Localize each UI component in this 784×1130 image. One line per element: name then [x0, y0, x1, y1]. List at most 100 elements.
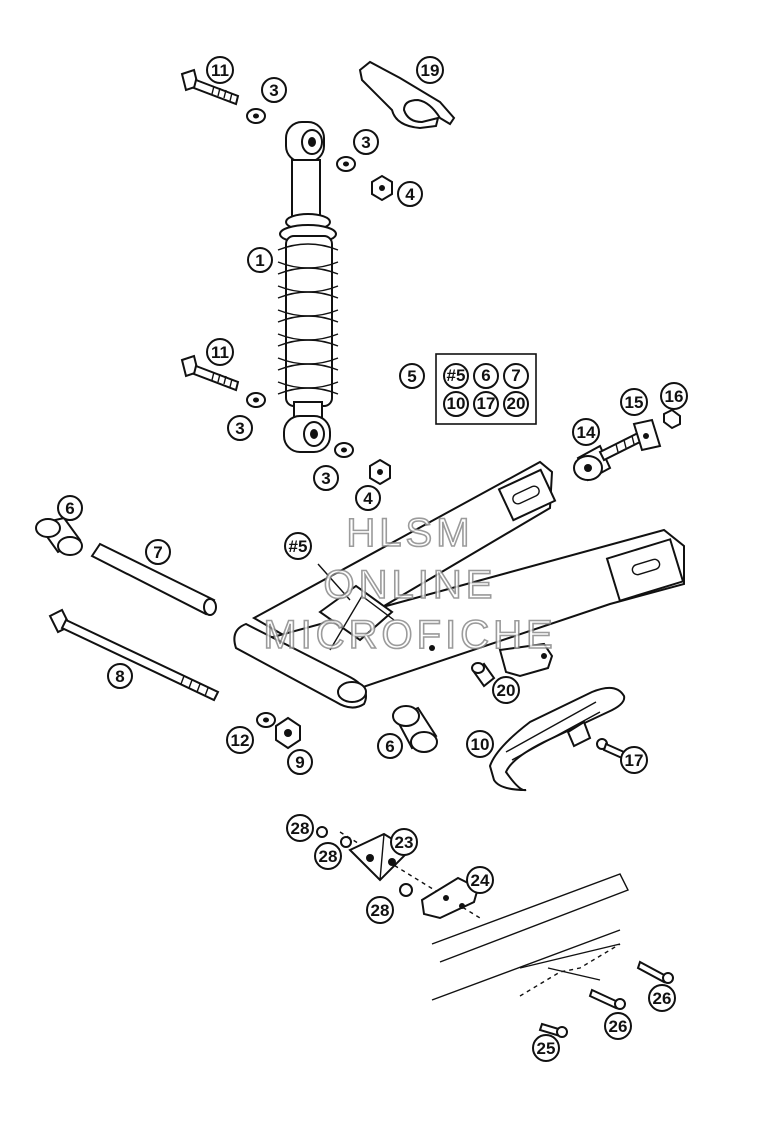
spacer-tube — [90, 542, 217, 616]
bracket-bolts — [316, 826, 674, 1038]
callout-circle — [314, 842, 342, 870]
callout-28c: 28 — [366, 896, 394, 924]
callout-12: 12 — [226, 726, 254, 754]
washer-group — [246, 108, 356, 728]
callout-label: 6 — [65, 499, 74, 518]
callout-3b: 3 — [353, 129, 379, 155]
callout-7: 7 — [145, 539, 171, 565]
callout-circle — [648, 984, 676, 1012]
callout-25: 25 — [532, 1034, 560, 1062]
kit-item-label: 17 — [477, 394, 496, 413]
callout-circle — [261, 77, 287, 103]
bushing-left — [35, 516, 83, 556]
callout-circle — [397, 181, 423, 207]
small-bushing — [471, 662, 496, 688]
callout-label: 14 — [577, 423, 596, 442]
callout-circle — [399, 363, 425, 389]
callout-label: 24 — [471, 871, 490, 890]
callout-circle — [604, 1012, 632, 1040]
callout-label: 5 — [407, 367, 416, 386]
callout-label: 4 — [363, 489, 373, 508]
callout-circle — [620, 388, 648, 416]
bushing-right — [392, 705, 438, 753]
callout-label: 26 — [609, 1017, 628, 1036]
callout-label: 3 — [269, 81, 278, 100]
callout-label: 28 — [291, 819, 310, 838]
kit-item-label: #5 — [447, 366, 466, 385]
kit-item-label: 7 — [511, 366, 520, 385]
callout-label: 3 — [361, 133, 370, 152]
callout-label: 1 — [255, 251, 264, 270]
callout-3c: 3 — [227, 415, 253, 441]
callout-label: 3 — [321, 469, 330, 488]
callout-label: 23 — [395, 833, 414, 852]
callout-circle — [145, 539, 171, 565]
callout-circle — [206, 338, 234, 366]
callout-14: 14 — [572, 418, 600, 446]
callout-23: 23 — [390, 828, 418, 856]
callout-label: 17 — [625, 751, 644, 770]
bolt-upper — [180, 68, 240, 106]
callout-circle — [313, 465, 339, 491]
spanner-wrench — [358, 60, 456, 130]
callout-16: 16 — [660, 382, 688, 410]
callout-label: 4 — [405, 185, 415, 204]
callout-circle — [107, 663, 133, 689]
callout-circle — [572, 418, 600, 446]
callout-circle — [226, 726, 254, 754]
callout-circle — [287, 749, 313, 775]
callout-label: 28 — [371, 901, 390, 920]
callout-1: 1 — [247, 247, 273, 273]
bolt-lower — [180, 354, 240, 392]
callout-circle — [532, 1034, 560, 1062]
callout-label: 11 — [211, 61, 229, 80]
callout-9: 9 — [287, 749, 313, 775]
callout-label: 7 — [153, 543, 162, 562]
kit-box-items: #5 6 7 10 17 20 — [443, 363, 529, 417]
callout-4a: 4 — [397, 181, 423, 207]
callout-28b: 28 — [314, 842, 342, 870]
kit-item-label: 6 — [481, 366, 490, 385]
kit-item: 20 — [503, 391, 529, 417]
callout-circle — [620, 746, 648, 774]
callout-circle — [492, 676, 520, 704]
callout-circle — [390, 828, 418, 856]
callout-label: 16 — [665, 387, 684, 406]
chain-slider — [488, 686, 626, 792]
leader-lines — [317, 563, 601, 981]
callout-circle — [57, 495, 83, 521]
callout-6a: 6 — [57, 495, 83, 521]
watermark-line1: HLSM — [346, 511, 473, 555]
callout-26a: 26 — [648, 984, 676, 1012]
callout-label: 10 — [471, 735, 490, 754]
callout-circle — [355, 485, 381, 511]
kit-item: 10 — [443, 391, 469, 417]
callout-label: 11 — [211, 343, 229, 362]
callout-label: 6 — [385, 737, 394, 756]
swingarm — [233, 460, 685, 709]
callout-19: 19 — [416, 56, 444, 84]
callout-circle — [206, 56, 234, 84]
callout-circle — [247, 247, 273, 273]
callout-s5: #5 — [284, 532, 312, 560]
callout-10a: 10 — [466, 730, 494, 758]
callout-circle — [284, 532, 312, 560]
chain-adjuster — [573, 408, 681, 482]
callout-label: 8 — [115, 667, 124, 686]
kit-item-label: 20 — [507, 394, 526, 413]
callout-3d: 3 — [313, 465, 339, 491]
callout-circle — [416, 56, 444, 84]
nut-group — [275, 174, 393, 750]
callout-24: 24 — [466, 866, 494, 894]
callout-28a: 28 — [286, 814, 314, 842]
callout-label: #5 — [289, 537, 308, 556]
callout-15: 15 — [620, 388, 648, 416]
callout-circle — [660, 382, 688, 410]
callout-label: 20 — [497, 681, 516, 700]
callout-26b: 26 — [604, 1012, 632, 1040]
shock-absorber — [277, 121, 339, 453]
callout-circle — [286, 814, 314, 842]
pivot-bolt — [48, 608, 220, 702]
